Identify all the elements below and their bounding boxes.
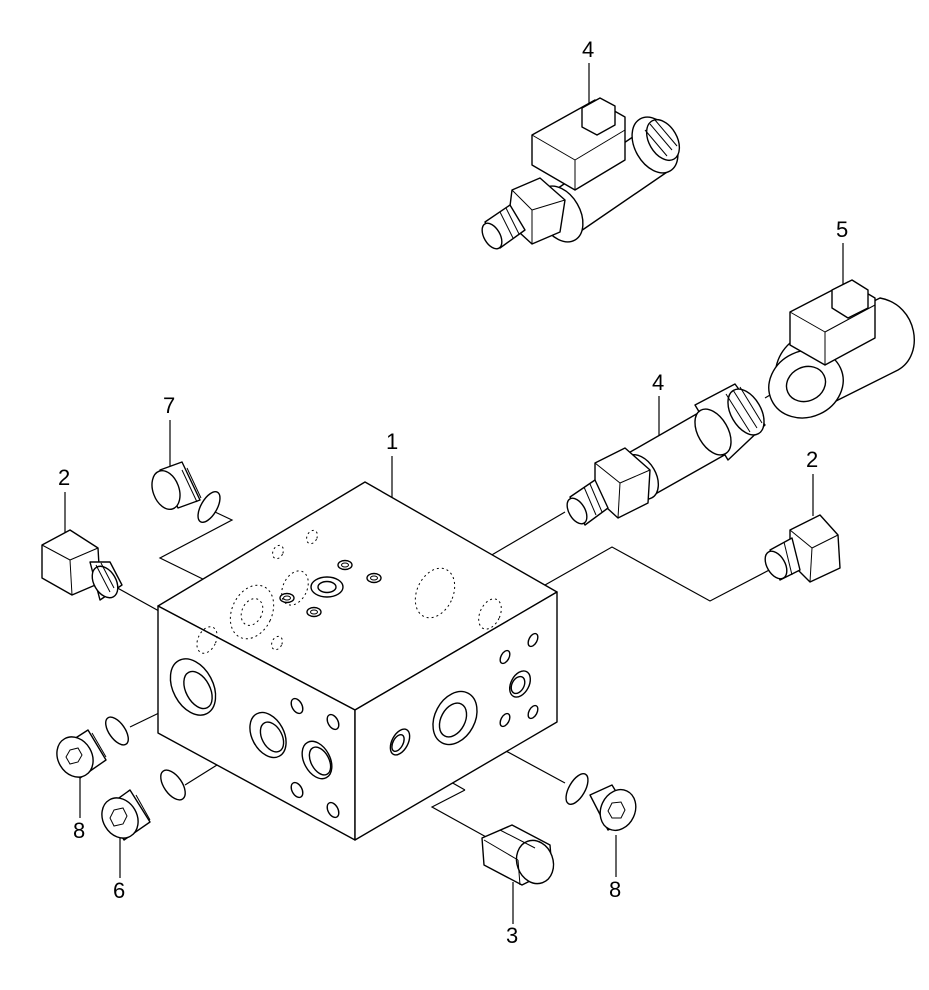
- callout-4-mid: 4: [652, 370, 664, 440]
- callout-label: 8: [609, 877, 621, 902]
- callout-label: 8: [73, 818, 85, 843]
- callout-6: 6: [113, 836, 125, 903]
- oring-left-upper: [105, 716, 129, 746]
- plug-2-right: [764, 514, 841, 583]
- callout-label: 5: [836, 217, 848, 242]
- plug-3: [481, 824, 555, 886]
- plug-2-left: [41, 529, 123, 601]
- callout-label: 6: [113, 878, 125, 903]
- plug-8-right: [589, 784, 637, 832]
- callout-1: 1: [386, 429, 398, 500]
- plug-6: [101, 789, 151, 841]
- callout-8-left: 8: [73, 775, 85, 843]
- solenoid-valve-top: [481, 97, 681, 250]
- valve-block: [157, 481, 558, 841]
- plug-8-left: [56, 729, 107, 779]
- plug-7-with-oring: [151, 461, 221, 523]
- callout-label: 7: [163, 393, 175, 418]
- callout-2-right: 2: [806, 447, 818, 516]
- callout-7: 7: [163, 393, 175, 466]
- callout-label: 2: [58, 465, 70, 490]
- oring-left-lower: [160, 769, 186, 801]
- solenoid-coil: [768, 279, 915, 419]
- oring-right: [565, 773, 589, 805]
- callout-label: 4: [652, 370, 664, 395]
- callout-8-right: 8: [609, 835, 621, 902]
- callout-2-left: 2: [58, 465, 70, 534]
- valve-cartridge: [566, 383, 766, 526]
- callout-label: 3: [506, 923, 518, 948]
- callout-label: 4: [582, 37, 594, 62]
- callout-label: 2: [806, 447, 818, 472]
- callout-3: 3: [506, 882, 518, 948]
- callout-4-top: 4: [582, 37, 594, 110]
- callout-5: 5: [836, 217, 848, 285]
- callout-label: 1: [386, 429, 398, 454]
